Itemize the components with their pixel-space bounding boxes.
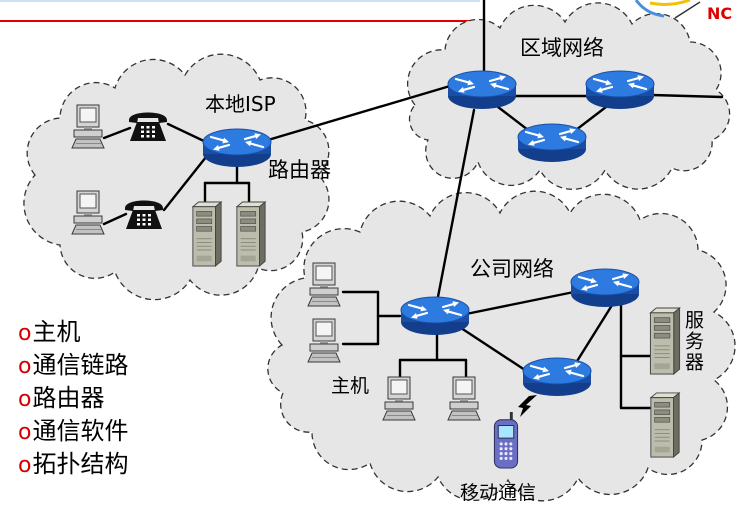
mobile-communication-label: 移动通信 — [460, 482, 536, 504]
link-regional-r2-out — [650, 93, 724, 99]
company-network-label: 公司网络 — [470, 257, 554, 281]
bullet-icon: o — [18, 453, 32, 478]
link-phone-1-pc-1 — [102, 126, 132, 140]
link-company-c1-c3 — [456, 324, 530, 374]
company-server-2-icon — [650, 392, 680, 458]
isp-server-2-icon — [236, 201, 266, 267]
isp-server-1-icon — [192, 201, 222, 267]
link-company-c3-c2 — [572, 300, 616, 368]
company-host-1-desktop-computer-icon — [307, 262, 341, 307]
list-item-text: 通信软件 — [32, 417, 129, 445]
bullet-icon: o — [18, 354, 32, 379]
list-item: o拓扑结构 — [18, 448, 128, 481]
link-isp-to-regional — [266, 84, 452, 142]
bullet-icon: o — [18, 420, 32, 445]
isp-host-1-desktop-computer-icon — [71, 104, 105, 149]
list-item: o路由器 — [18, 382, 128, 415]
server-label: 服务器 — [682, 310, 704, 373]
isp-router-icon — [201, 127, 273, 169]
list-item: o通信链路 — [18, 349, 128, 382]
list-item: o通信软件 — [18, 415, 128, 448]
wireless-lightning-bolt-icon — [518, 395, 537, 417]
company-network-cloud-icon — [267, 190, 736, 502]
list-item: o主机 — [18, 316, 128, 349]
company-host-4-desktop-computer-icon — [447, 376, 481, 421]
network-links — [102, 0, 724, 410]
company-server-1-icon — [649, 307, 681, 375]
company-router-3-icon — [521, 356, 593, 398]
bullet-icon: o — [18, 387, 32, 412]
link-isp-router-phone-1 — [166, 122, 208, 144]
bullet-icon: o — [18, 321, 32, 346]
router-label: 路由器 — [268, 158, 331, 182]
regional-router-2-icon — [584, 69, 656, 111]
list-item-text: 通信链路 — [32, 351, 129, 379]
regional-router-3-icon — [516, 122, 588, 164]
header-logo-text: NC — [707, 4, 732, 23]
host-label: 主机 — [331, 375, 369, 397]
list-item-text: 拓扑结构 — [32, 450, 129, 478]
mobile-phone-icon — [493, 412, 519, 469]
link-company-c1-c2 — [464, 290, 576, 316]
topics-list: o主机 o通信链路 o路由器 o通信软件 o拓扑结构 — [18, 316, 128, 481]
isp-host-2-desktop-computer-icon — [71, 190, 105, 235]
company-router-2-icon — [569, 267, 641, 309]
list-item-text: 路由器 — [32, 384, 105, 412]
company-host-2-desktop-computer-icon — [307, 318, 341, 363]
header-top-strip — [0, 0, 480, 2]
header-decoration-icon — [634, 0, 701, 19]
link-isp-router-phone-2 — [162, 150, 212, 212]
header-red-rule — [0, 20, 470, 22]
regional-router-1-icon — [446, 69, 518, 111]
regional-network-label: 区域网络 — [520, 36, 604, 60]
company-host-3-desktop-computer-icon — [382, 376, 416, 421]
company-router-1-icon — [399, 295, 471, 337]
link-regional-to-company — [435, 108, 476, 304]
list-item-text: 主机 — [32, 318, 81, 346]
link-phone-2-pc-2 — [102, 212, 128, 226]
local-isp-label: 本地ISP — [205, 92, 276, 116]
